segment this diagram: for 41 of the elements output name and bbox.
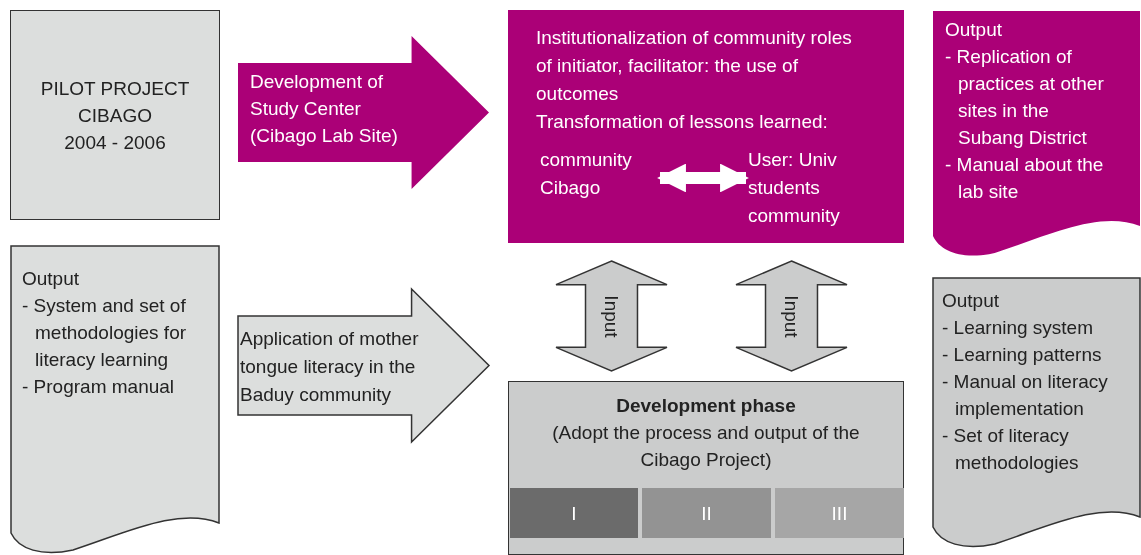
box-text: User: Univ students community <box>748 148 841 228</box>
block-arrow <box>237 35 490 190</box>
arrow-text: Development of Study Center (Cibago Lab Site) <box>250 70 399 148</box>
stage-label: III <box>831 501 848 526</box>
double-arrow <box>657 163 749 193</box>
heading: Development phase <box>615 394 797 418</box>
list-item: - Program manual <box>22 375 176 399</box>
box-text: CIBAGO <box>77 103 153 128</box>
block-arrow <box>237 288 490 443</box>
arrow-text: Input <box>600 294 623 338</box>
list-item: - Learning patterns <box>942 343 1103 367</box>
stage-bar <box>510 488 638 538</box>
box-text: Institutionalization of community roles of initiator, facilitator: the use of outcomes <box>536 26 853 106</box>
box-text: 2004 - 2006 <box>63 130 167 155</box>
stage-bar <box>775 488 904 538</box>
box-text: community Cibago <box>540 148 633 200</box>
list-item: - Replication of practices at other sites in the Subang District <box>945 45 1105 150</box>
arrow-text: Application of mother tongue literacy in the Baduy community <box>240 327 420 407</box>
list-item: - Manual about the lab site <box>945 153 1105 204</box>
box-text: PILOT PROJECT <box>40 76 190 101</box>
heading: Output <box>942 289 1001 313</box>
heading: Output <box>22 267 81 291</box>
list-item: - System and set of methodologies for literacy learning <box>22 294 188 372</box>
document-shape <box>932 10 1141 258</box>
project-box <box>10 10 220 220</box>
box-text: (Adopt the process and output of the Cibago Project) <box>551 421 861 472</box>
box-text: Transformation of lessons learned: <box>536 110 829 134</box>
document-shape <box>10 245 220 555</box>
list-item: - Manual on literacy implementation <box>942 370 1109 421</box>
double-block-arrow <box>555 260 668 372</box>
heading: Output <box>945 18 1004 42</box>
phase-box <box>508 381 904 555</box>
stage-label: II <box>701 501 712 526</box>
stage-bar <box>642 488 771 538</box>
document-shape <box>932 277 1141 549</box>
list-item: - Learning system <box>942 316 1094 340</box>
list-item: - Set of literacy methodologies <box>942 424 1080 475</box>
stage-label: I <box>571 501 577 526</box>
activity-box <box>508 10 904 243</box>
double-block-arrow <box>735 260 848 372</box>
arrow-text: Input <box>780 294 803 338</box>
